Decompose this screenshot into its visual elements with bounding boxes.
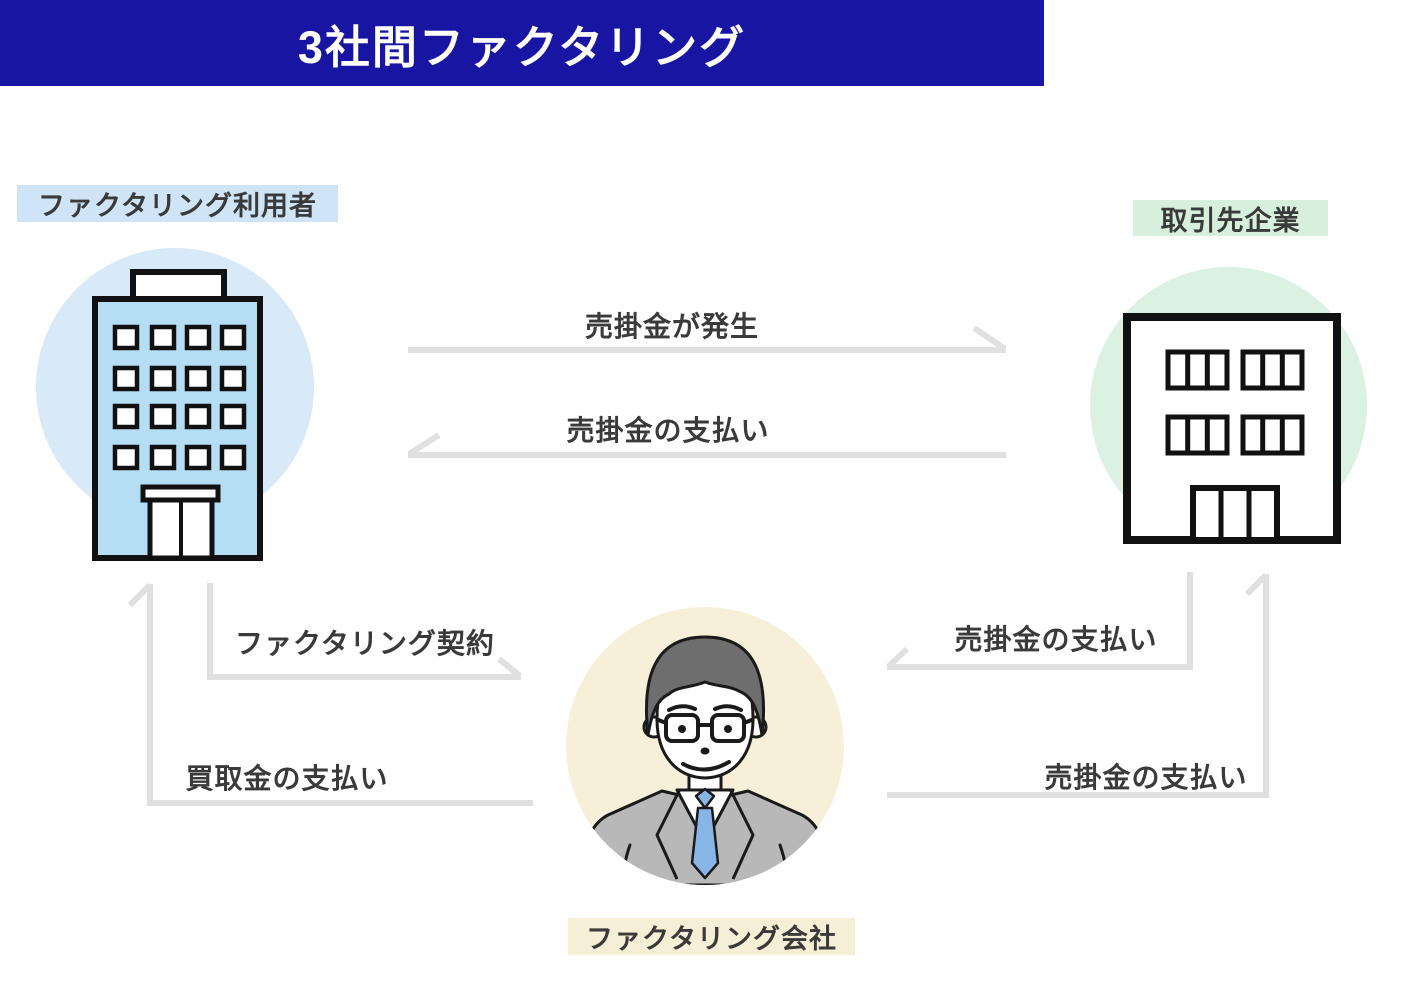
arrow-label-receivable-payment-lower: 売掛金の支払い [1044,762,1248,793]
arrow-label-receivable-occurs: 売掛金が発生 [584,311,759,342]
arrow-factoring-contract [207,583,522,680]
arrow-label-factoring-contract: ファクタリング契約 [235,628,495,659]
page-title: 3社間ファクタリング [297,21,747,73]
arrow-receivable-occurs [408,325,1007,353]
arrow-label-receivable-payment-top: 売掛金の支払い [566,415,770,446]
factor-label-text: ファクタリング会社 [586,924,837,954]
client-label-text: 取引先企業 [1160,205,1301,236]
client-office-building-icon [1123,313,1341,544]
user-label: ファクタリング利用者 [17,185,338,222]
businessman-icon [566,607,844,885]
title-banner: 3社間ファクタリング [0,0,1044,86]
arrow-receivable-payment-top [407,432,1006,458]
factor-label: ファクタリング会社 [568,918,855,955]
arrow-receivable-payment-lower [887,572,1269,798]
arrow-receivable-payment-upper [885,572,1193,670]
user-office-building-icon [92,269,263,561]
arrow-label-purchase-payment: 買取金の支払い [185,763,389,794]
arrow-label-receivable-payment-upper: 売掛金の支払い [954,624,1158,655]
client-label: 取引先企業 [1133,200,1328,236]
user-label-text: ファクタリング利用者 [38,191,317,221]
arrow-purchase-payment [127,582,533,806]
